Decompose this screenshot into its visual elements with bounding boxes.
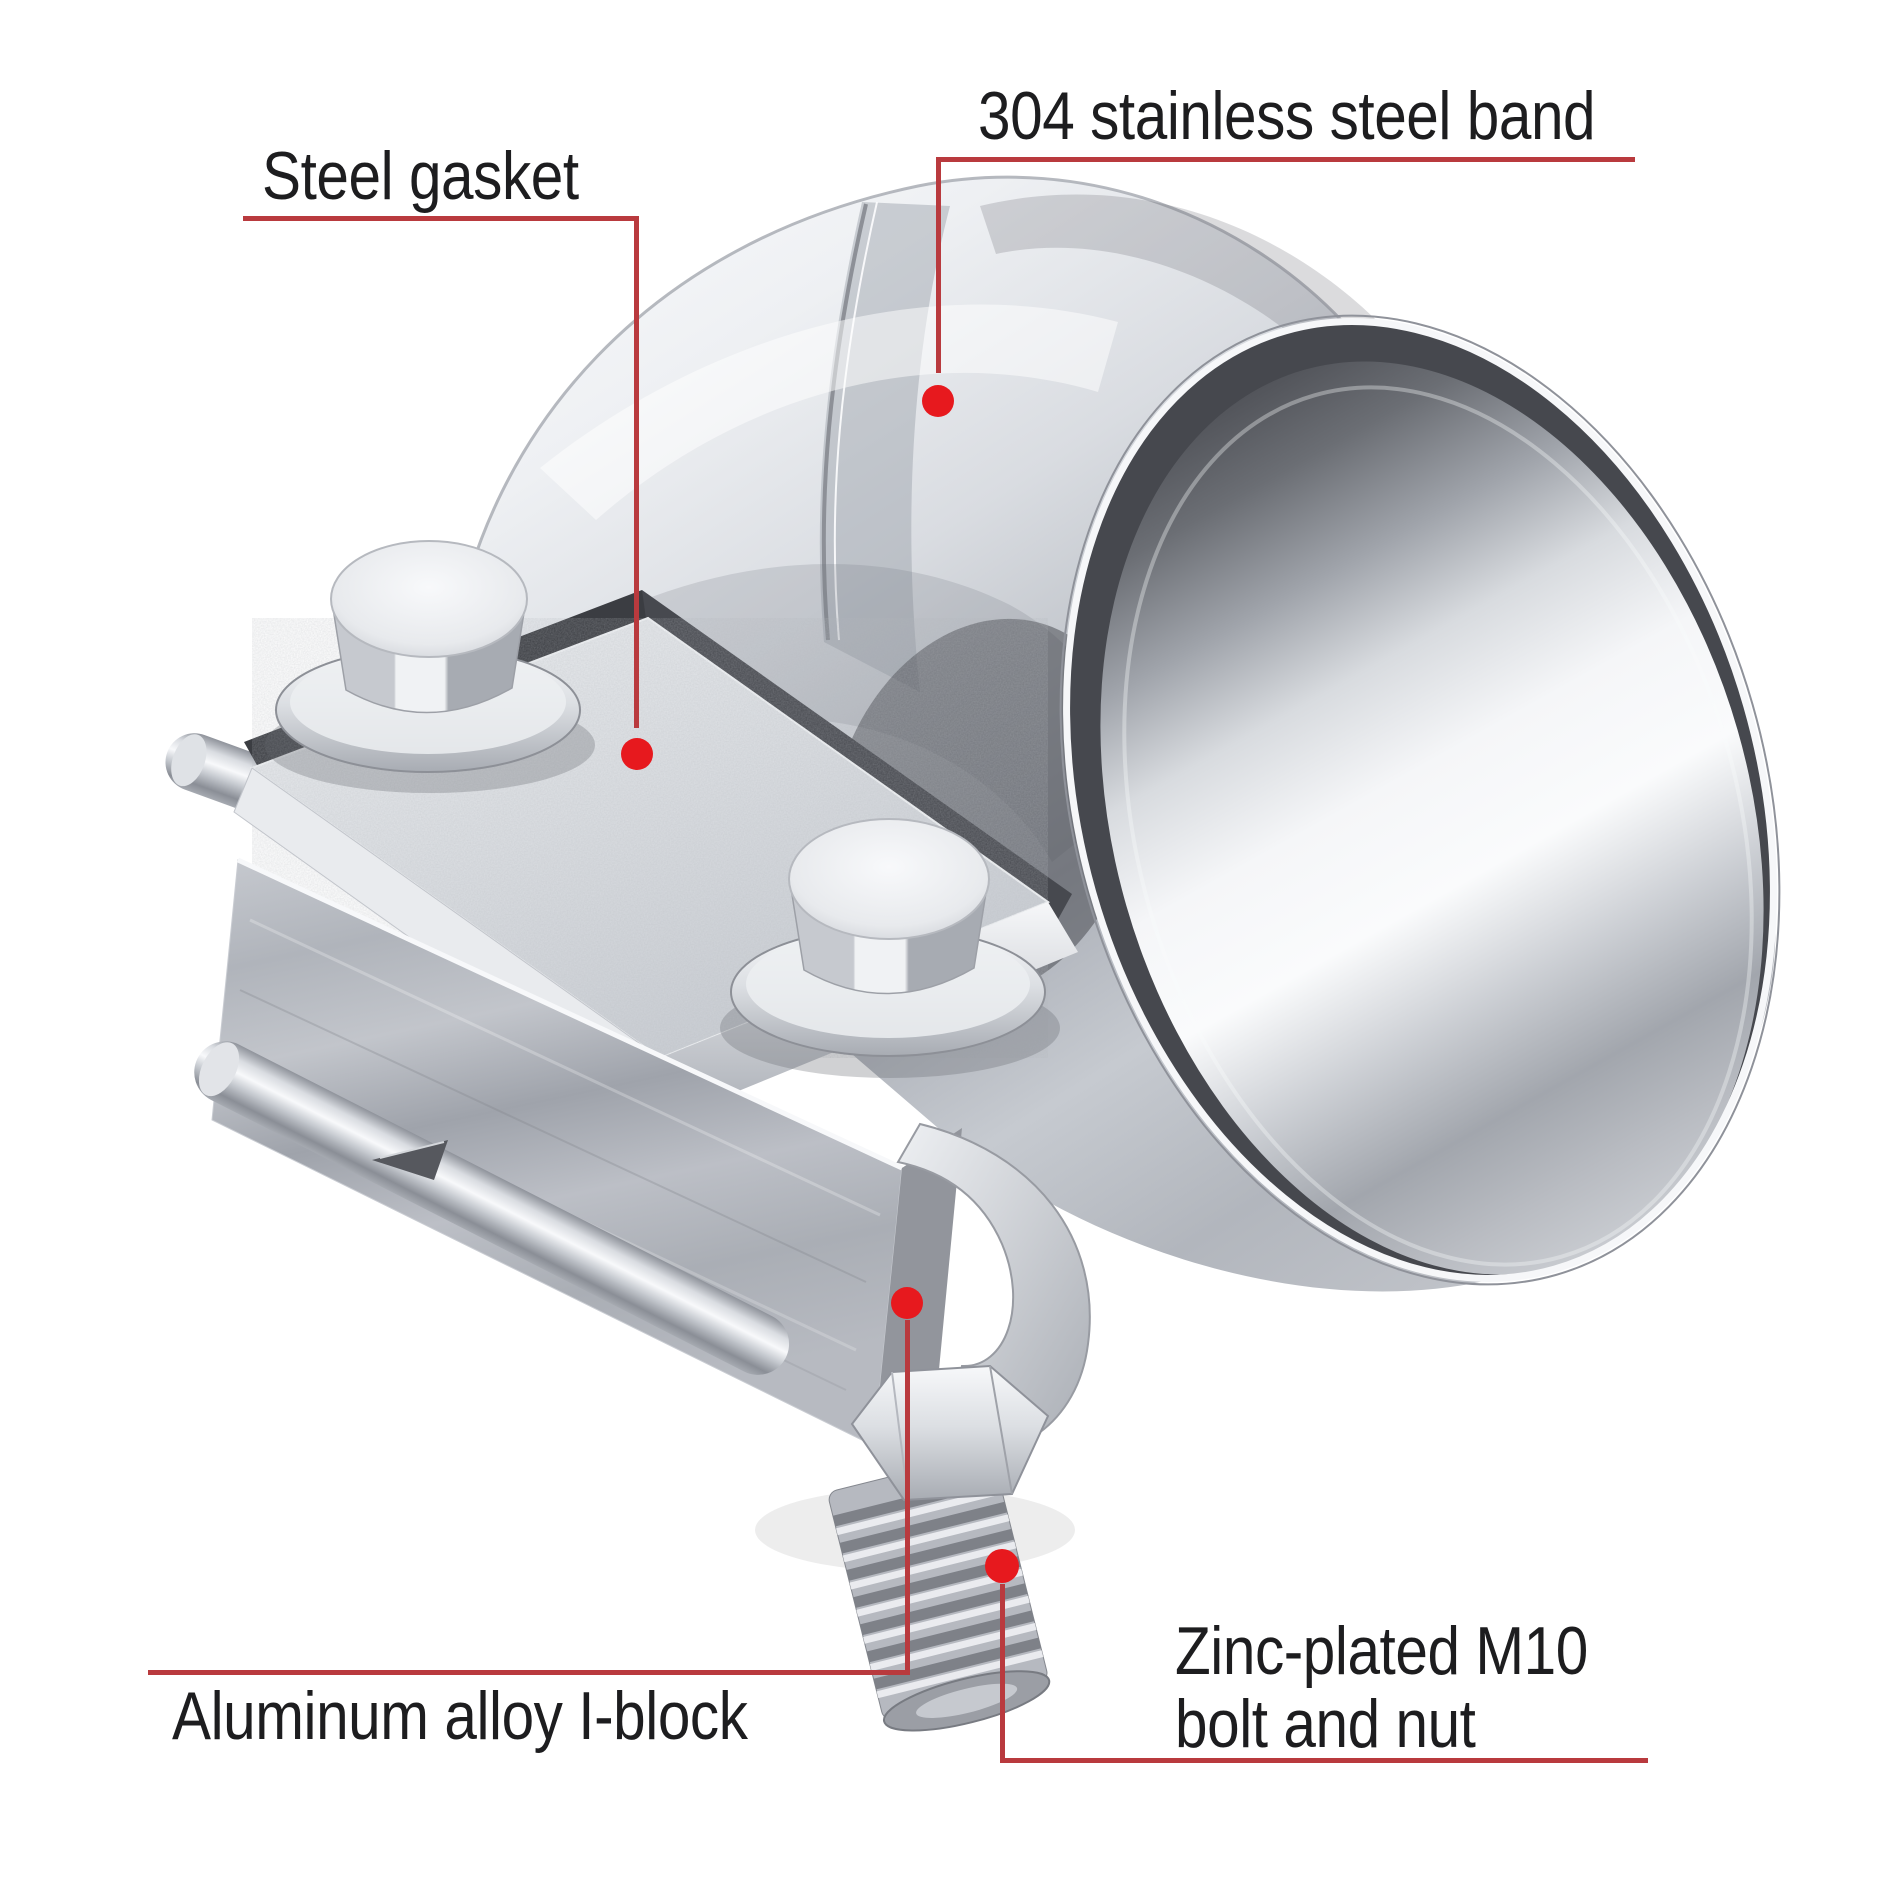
label-steel-gasket: Steel gasket [262,138,579,214]
flange-bolt-1 [265,540,595,793]
lap-seam-highlight [833,201,878,641]
band-top-edge [450,175,1345,649]
callout-bolt-leader [985,1549,1648,1763]
band-shade-top-right [980,194,1392,384]
bolt2-hex-top [788,818,990,940]
flange-bolt-2 [720,818,1060,1078]
bolt-tip-face [916,1683,1018,1718]
band-reflection-bright [540,304,1118,520]
label-m10-bolt-nut: Zinc-plated M10 bolt and nut [1175,1615,1588,1761]
gasket-marker-dot [621,738,653,770]
label-m10-line2: bolt and nut [1175,1686,1476,1762]
callout-band-leader [922,157,1635,417]
label-m10-line1: Zinc-plated M10 [1175,1613,1588,1689]
mouth-interior [1100,361,1764,1275]
nut-facet-line [989,1365,1013,1495]
bolt-leader-line [1000,1584,1005,1763]
lap-seam [821,203,868,641]
rod-detent-highlight [379,1141,445,1159]
iblock-marker-dot [891,1287,923,1319]
stainless-band [450,175,1781,1292]
bolt1-hex-top [330,540,528,658]
mouth-rim [1063,318,1777,1282]
clamp-assembly [165,540,1091,1732]
brush-line [239,989,867,1283]
label-stainless-band: 304 stainless steel band [978,78,1596,154]
brush-line [249,918,881,1217]
gasket-underline [243,216,639,221]
i-block-side-face [874,1128,962,1446]
gasket-leader-line [634,216,639,728]
iblock-leader-line [905,1320,910,1675]
label-aluminum-i-block: Aluminum alloy I-block [172,1678,748,1754]
callout-gasket-leader [243,216,653,770]
bolt-marker-dot [985,1549,1019,1583]
callout-iblock-leader [148,1287,923,1675]
i-block-top-edge [236,857,904,1171]
band-leader-line [936,157,941,373]
band-underline [936,157,1635,162]
band-marker-dot [922,385,954,417]
mouth-rim-hairline [1059,314,1781,1286]
bolt-underline [1000,1758,1648,1763]
mouth-inner-ring [1122,385,1754,1267]
band-mouth [1059,314,1781,1286]
rod-detent-tab [372,1140,448,1180]
iblock-underline [148,1670,910,1675]
lower-rod [194,1041,790,1375]
